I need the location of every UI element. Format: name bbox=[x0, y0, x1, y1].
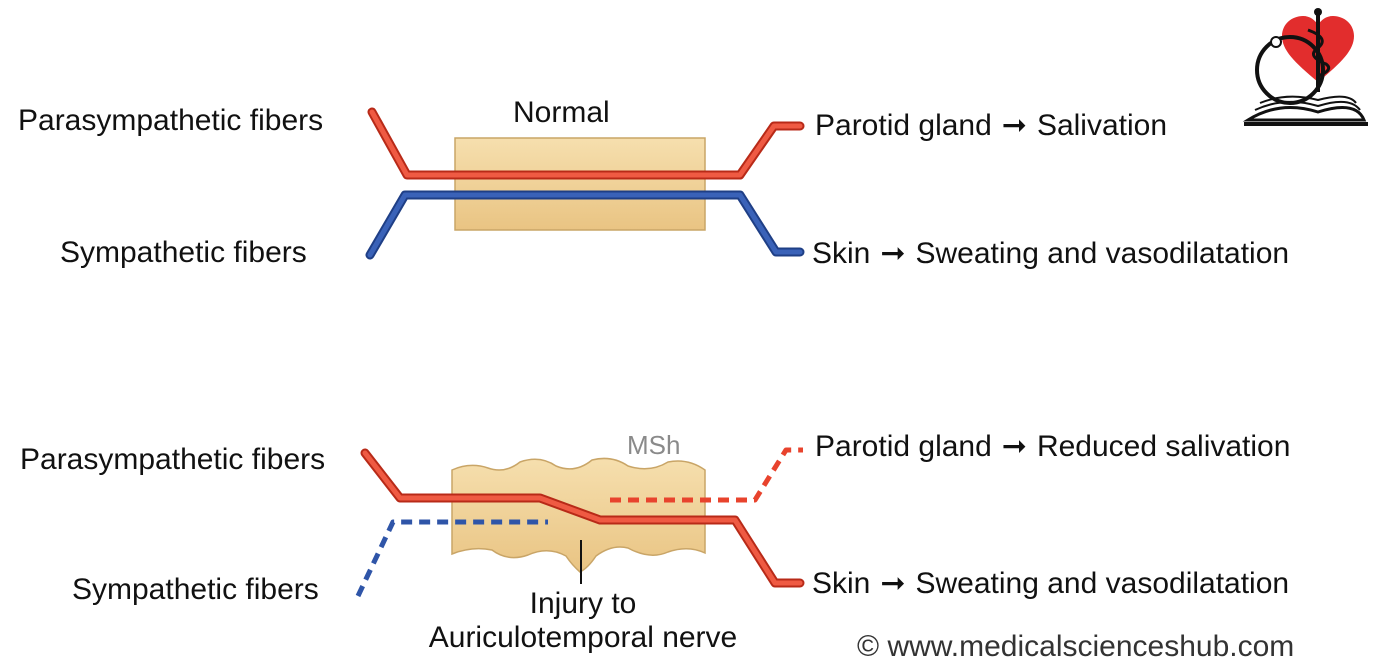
parotid-target: Parotid gland bbox=[815, 109, 992, 142]
skin-effect: Sweating and vasodilatation bbox=[915, 237, 1290, 270]
watermark-text: MSh bbox=[627, 430, 681, 460]
stethoscope-icon bbox=[1255, 35, 1325, 105]
open-book-icon bbox=[1242, 106, 1367, 122]
parotid-label-injury: Parotid gland ➞ Reduced salivation bbox=[815, 430, 1290, 464]
arrow-right-icon: ➞ bbox=[880, 566, 906, 601]
parasympathetic-label-injury: Parasympathetic fibers bbox=[20, 443, 326, 476]
sympathetic-fiber-injured bbox=[355, 519, 548, 598]
injury-label-line2: Auriculotemporal nerve bbox=[428, 621, 738, 654]
skin-effect: Sweating and vasodilatation bbox=[915, 567, 1290, 600]
parotid-target: Parotid gland bbox=[815, 430, 992, 463]
parotid-effect: Salivation bbox=[1036, 109, 1168, 142]
skin-target: Skin bbox=[812, 237, 871, 270]
medical-logo bbox=[1242, 8, 1368, 126]
normal-title: Normal bbox=[513, 96, 610, 129]
parasympathetic-fiber-lost bbox=[610, 447, 803, 503]
skin-label-normal: Skin ➞ Sweating and vasodilatation bbox=[812, 237, 1289, 271]
parotid-effect: Reduced salivation bbox=[1036, 430, 1291, 463]
sympathetic-label-injury: Sympathetic fibers bbox=[72, 573, 319, 606]
injury-diagram bbox=[355, 447, 805, 598]
copyright-text: © www.medicalscienceshub.com bbox=[857, 630, 1295, 663]
injury-label-line1: Injury to bbox=[529, 587, 637, 620]
sympathetic-label-normal: Sympathetic fibers bbox=[60, 236, 307, 269]
arrow-right-icon: ➞ bbox=[1001, 108, 1027, 143]
parasympathetic-label-normal: Parasympathetic fibers bbox=[18, 104, 324, 137]
nerve-segment-normal bbox=[454, 137, 706, 231]
parotid-label-normal: Parotid gland ➞ Salivation bbox=[815, 109, 1167, 143]
normal-diagram bbox=[365, 107, 805, 260]
arrow-right-icon: ➞ bbox=[880, 236, 906, 271]
skin-label-injury: Skin ➞ Sweating and vasodilatation bbox=[812, 567, 1289, 601]
injury-label: Injury to Auriculotemporal nerve bbox=[400, 587, 766, 655]
skin-target: Skin bbox=[812, 567, 871, 600]
arrow-right-icon: ➞ bbox=[1001, 429, 1027, 464]
